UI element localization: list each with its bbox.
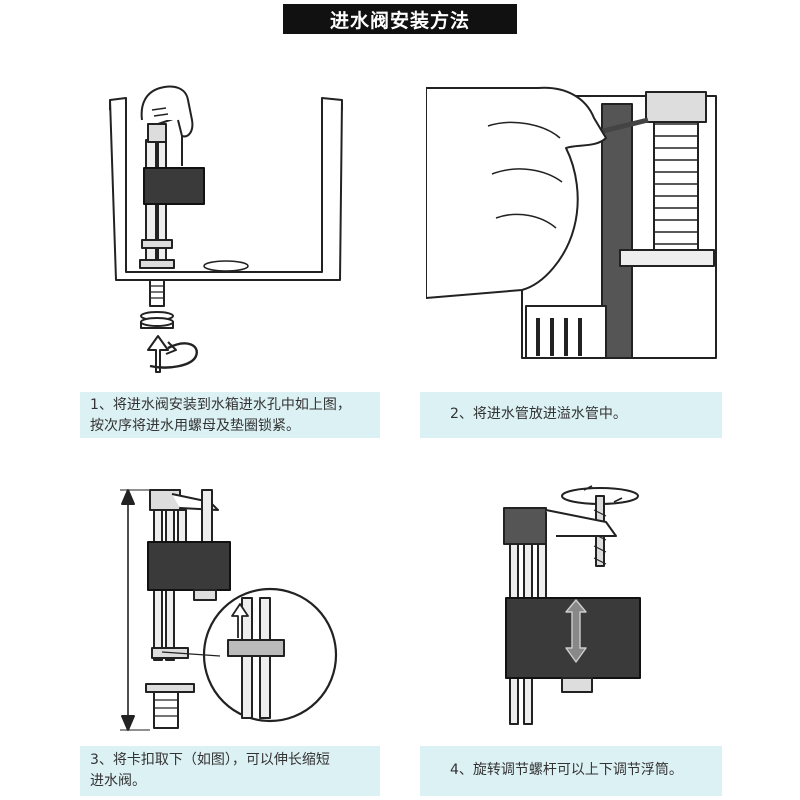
float-cup [147, 541, 231, 591]
step1-illustration [109, 85, 343, 373]
step-1-caption: 1、将进水阀安装到水箱进水孔中如上图， 按次序将进水用螺母及垫圈锁紧。 [80, 392, 380, 438]
step3-illustration [120, 489, 338, 731]
tank-bottom-hole [203, 260, 249, 272]
clip-up-arrow [231, 603, 249, 638]
page-title: 进水阀安装方法 [283, 4, 517, 34]
hand-sketch [426, 86, 607, 299]
step-3-line-2: 进水阀。 [90, 773, 146, 789]
step-2-caption: 2、将进水管放进溢水管中。 [420, 392, 722, 438]
step-4-line-1: 4、旋转调节螺杆可以上下调节浮筒。 [450, 762, 683, 778]
step-4-caption: 4、旋转调节螺杆可以上下调节浮筒。 [420, 746, 722, 796]
step-1-line-1: 1、将进水阀安装到水箱进水孔中如上图， [90, 397, 351, 413]
step-3-caption: 3、将卡扣取下（如图），可以伸长缩短 进水阀。 [80, 746, 380, 796]
step-1-line-2: 按次序将进水用螺母及垫圈锁紧。 [90, 418, 300, 434]
overflow-pipe [645, 91, 707, 123]
rotate-arrow [149, 342, 198, 369]
step-3-line-1: 3、将卡扣取下（如图），可以伸长缩短 [90, 752, 330, 768]
hand-sketch [140, 85, 194, 138]
step-2-line-1: 2、将进水管放进溢水管中。 [450, 406, 627, 422]
up-down-arrow [565, 599, 587, 663]
step2-illustration [426, 86, 717, 359]
step4-illustration [503, 485, 641, 725]
